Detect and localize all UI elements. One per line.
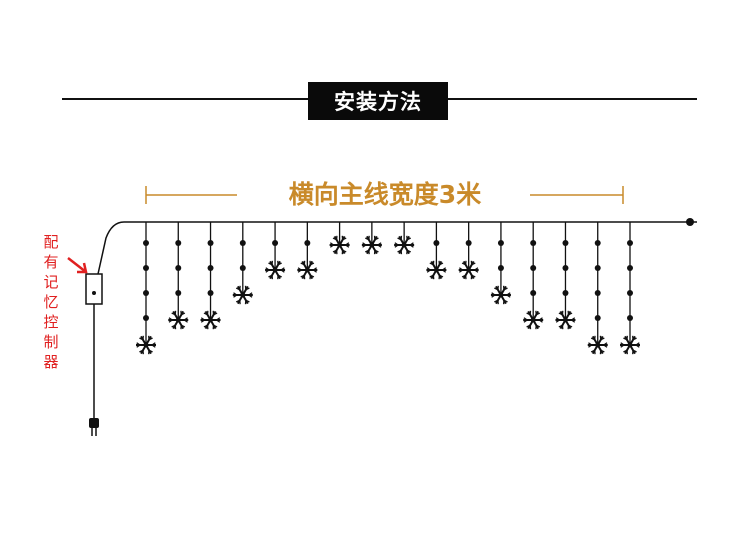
light-strand (297, 222, 318, 280)
led-dot (497, 265, 504, 271)
led-dot (530, 265, 537, 271)
led-dot (272, 240, 279, 246)
light-strand (555, 222, 576, 330)
controller-label-char: 忆 (43, 293, 59, 311)
light-strand (523, 222, 544, 330)
led-dot (433, 240, 440, 246)
led-dot (594, 265, 601, 271)
controller-label: 配 有 记 忆 控 制 器 (40, 232, 62, 372)
light-strand (620, 222, 640, 355)
led-dot (207, 240, 214, 246)
power-plug-icon (89, 418, 99, 436)
snowflake-icon (361, 235, 382, 255)
snowflake-icon (458, 260, 479, 280)
width-label: 横向主线宽度3米 (288, 180, 482, 209)
led-dot (497, 240, 504, 246)
snowflake-icon (265, 260, 286, 280)
led-dot (143, 265, 149, 271)
end-cap-icon (686, 218, 697, 226)
led-dot (627, 290, 633, 296)
controller-label-char: 制 (43, 333, 59, 351)
strands-group (136, 222, 640, 355)
light-strand (265, 222, 286, 280)
light-strand (200, 222, 221, 330)
light-strand (232, 222, 253, 305)
snowflake-icon (620, 335, 640, 355)
led-dot (627, 265, 633, 271)
snowflake-icon (329, 235, 350, 255)
controller-label-char: 记 (43, 273, 59, 291)
led-dot (175, 265, 182, 271)
led-dot (594, 315, 601, 321)
led-dot (562, 265, 569, 271)
led-dot (465, 240, 472, 246)
light-strand (458, 222, 479, 280)
light-strand (136, 222, 156, 355)
led-dot (304, 240, 311, 246)
led-dot (627, 240, 633, 246)
width-dimension (145, 186, 624, 204)
controller-label-char: 有 (43, 253, 59, 271)
snowflake-icon (168, 310, 189, 330)
led-dot (239, 240, 246, 246)
controller-box-icon (85, 273, 103, 305)
led-dot (594, 290, 601, 296)
snowflake-icon (297, 260, 318, 280)
led-dot (239, 265, 246, 271)
snowflake-icon (200, 310, 221, 330)
feed-wire (97, 221, 125, 275)
led-dot (143, 240, 149, 246)
light-strand (329, 222, 350, 255)
led-dot (175, 290, 182, 296)
snowflake-icon (587, 335, 608, 355)
light-strand (394, 222, 415, 255)
led-dot (207, 265, 214, 271)
light-strand (361, 222, 382, 255)
controller-label-char: 控 (43, 313, 59, 331)
led-dot (143, 290, 149, 296)
led-dot (207, 290, 214, 296)
led-dot (562, 240, 569, 246)
snowflake-icon (232, 285, 253, 305)
led-dot (594, 240, 601, 246)
led-dot (530, 240, 537, 246)
controller-label-char: 配 (43, 233, 59, 251)
led-dot (143, 315, 149, 321)
light-strand (426, 222, 447, 280)
led-dot (627, 315, 633, 321)
led-dot (175, 240, 182, 246)
led-dot (530, 290, 537, 296)
light-strand (490, 222, 511, 305)
snowflake-icon (426, 260, 447, 280)
led-dot (562, 290, 569, 296)
controller-arrow-icon (67, 257, 88, 274)
light-strand (168, 222, 189, 330)
controller-label-char: 器 (43, 353, 59, 371)
light-strand (587, 222, 608, 355)
snowflake-icon (394, 235, 415, 255)
snowflake-icon (555, 310, 576, 330)
snowflake-icon (136, 335, 156, 355)
snowflake-icon (490, 285, 511, 305)
section-title: 安装方法 (308, 82, 448, 120)
snowflake-icon (523, 310, 544, 330)
